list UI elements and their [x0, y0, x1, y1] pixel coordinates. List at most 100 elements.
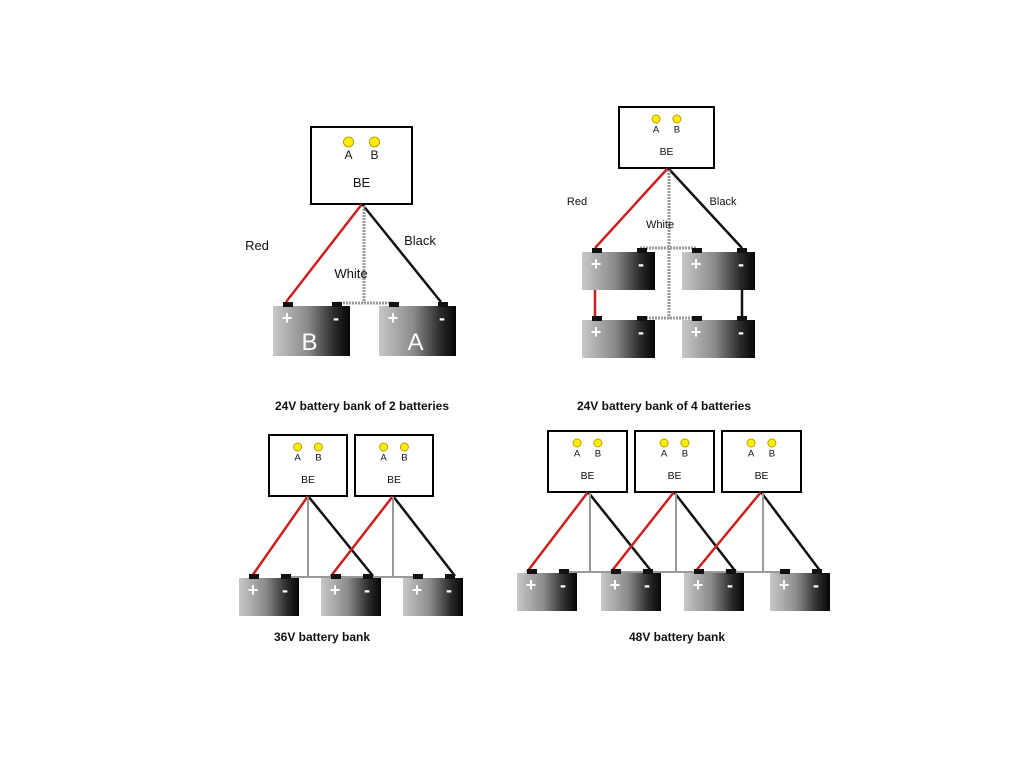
d3-be1-unit-label: BE: [301, 475, 315, 486]
d4-be1-led-b-label: B: [595, 449, 601, 460]
d4-be2-unit-label: BE: [668, 471, 682, 482]
d4-battery-4-plus-sign: +: [779, 575, 790, 595]
d3-be1-led-a-icon: [293, 442, 303, 452]
d3-battery-2-terminal-pos: [331, 574, 341, 579]
d2-red-label: Red: [567, 196, 587, 208]
d4-battery-3-body: [684, 573, 744, 611]
d2-be-led-a-icon: [651, 114, 661, 124]
d4-caption: 48V battery bank: [629, 630, 725, 644]
d1-battery-b-terminal-neg: [332, 302, 342, 307]
d1-battery-a-id-label: A: [407, 329, 423, 356]
d2-battery-1-terminal-neg: [637, 248, 647, 253]
d2-battery-3-minus-sign: -: [638, 322, 644, 342]
d4-be1-box: [547, 430, 628, 493]
d2-battery-1-minus-sign: -: [638, 254, 644, 274]
d2-battery-2-minus-sign: -: [738, 254, 744, 274]
d2-battery-1-terminal-pos: [592, 248, 602, 253]
d4-be3-led-a-icon: [746, 438, 756, 448]
d2-be-led-b-label: B: [674, 125, 680, 136]
d4-battery-1-body: [517, 573, 577, 611]
d1-be-led-b-icon: [369, 136, 380, 148]
d2-battery-2-body: [682, 252, 755, 290]
d4-be3-led-b-icon: [767, 438, 777, 448]
d3-be2-led-b-label: B: [401, 453, 407, 464]
d4-be2-led-a-label: A: [661, 449, 668, 460]
d1-battery-a-terminal-pos: [389, 302, 399, 307]
d1-caption: 24V battery bank of 2 batteries: [275, 399, 449, 413]
d4-black-wire-3: [760, 491, 822, 573]
d2-battery-4-terminal-pos: [692, 316, 702, 321]
d3-red-wire-2: [330, 495, 394, 577]
d4-battery-1-terminal-pos: [527, 569, 537, 574]
d3-black-wire-2: [392, 495, 456, 577]
d3-battery-1-terminal-pos: [249, 574, 259, 579]
d4-battery-1-plus-sign: +: [526, 575, 537, 595]
d2-black-wire: [667, 167, 743, 249]
d4-be3-led-b-label: B: [769, 449, 775, 460]
d2-battery-2-terminal-pos: [692, 248, 702, 253]
d4-black-wire-1: [587, 491, 653, 573]
d4-red-wire-1: [526, 491, 589, 573]
d4-be2-led-b-icon: [680, 438, 690, 448]
d4-battery-1-minus-sign: -: [560, 575, 566, 595]
d4-be3-led-a-label: A: [748, 449, 755, 460]
d2-battery-3-terminal-pos: [592, 316, 602, 321]
d2-battery-1-plus-sign: +: [591, 254, 602, 274]
d1-battery-b-plus-sign: +: [282, 308, 293, 328]
d3-battery-1-minus-sign: -: [282, 580, 288, 600]
d4-red-wire-3: [694, 491, 762, 573]
d4-be2-led-b-label: B: [682, 449, 688, 460]
d1-be-box: [310, 126, 413, 205]
d2-battery-4-body: [682, 320, 755, 358]
d3-be2-unit-label: BE: [387, 475, 401, 486]
d2-be-box: [618, 106, 715, 169]
d4-battery-2-terminal-neg: [643, 569, 653, 574]
d1-red-label: Red: [245, 238, 269, 253]
d3-battery-2-plus-sign: +: [330, 580, 341, 600]
d3-battery-1-plus-sign: +: [248, 580, 259, 600]
d1-be-unit-label: BE: [353, 175, 371, 190]
d2-be-led-b-icon: [672, 114, 682, 124]
d4-be1-led-a-icon: [572, 438, 582, 448]
d1-battery-b-id-label: B: [301, 329, 317, 356]
d4-be2-box: [634, 430, 715, 493]
d1-battery-a-body: [379, 306, 456, 356]
d3-battery-2-body: [321, 578, 381, 616]
d1-battery-b-minus-sign: -: [333, 308, 339, 328]
d4-battery-4-terminal-neg: [812, 569, 822, 574]
d2-caption: 24V battery bank of 4 batteries: [577, 399, 751, 413]
d1-red-wire: [285, 203, 363, 303]
d2-battery-2-plus-sign: +: [691, 254, 702, 274]
d4-battery-2-plus-sign: +: [610, 575, 621, 595]
d4-battery-1-terminal-neg: [559, 569, 569, 574]
d2-battery-3-plus-sign: +: [591, 322, 602, 342]
d4-battery-2-body: [601, 573, 661, 611]
d2-battery-1-body: [582, 252, 655, 290]
d3-be1-led-a-label: A: [294, 453, 301, 464]
d2-black-label: Black: [710, 196, 737, 208]
d1-battery-a-terminal-neg: [438, 302, 448, 307]
d4-battery-4-body: [770, 573, 830, 611]
d1-battery-a-minus-sign: -: [439, 308, 445, 328]
d4-be1-led-b-icon: [593, 438, 603, 448]
d3-be2-led-b-icon: [399, 442, 409, 452]
d3-battery-3-minus-sign: -: [446, 580, 452, 600]
d3-black-wire-1: [307, 495, 374, 577]
d4-battery-2-terminal-pos: [611, 569, 621, 574]
d2-battery-2-terminal-neg: [737, 248, 747, 253]
d3-battery-2-terminal-neg: [363, 574, 373, 579]
d4-battery-3-plus-sign: +: [693, 575, 704, 595]
d1-black-wire: [361, 203, 442, 303]
d3-be2-box: [354, 434, 434, 497]
d4-battery-3-terminal-pos: [694, 569, 704, 574]
d3-battery-3-body: [403, 578, 463, 616]
d4-be3-unit-label: BE: [755, 471, 769, 482]
d4-battery-3-minus-sign: -: [727, 575, 733, 595]
d4-be2-led-a-icon: [659, 438, 669, 448]
d1-black-label: Black: [404, 233, 436, 248]
d4-black-wire-2: [673, 491, 737, 573]
d3-be2-led-a-label: A: [380, 453, 387, 464]
d4-red-wire-2: [610, 491, 675, 573]
d1-battery-a-plus-sign: +: [388, 308, 399, 328]
